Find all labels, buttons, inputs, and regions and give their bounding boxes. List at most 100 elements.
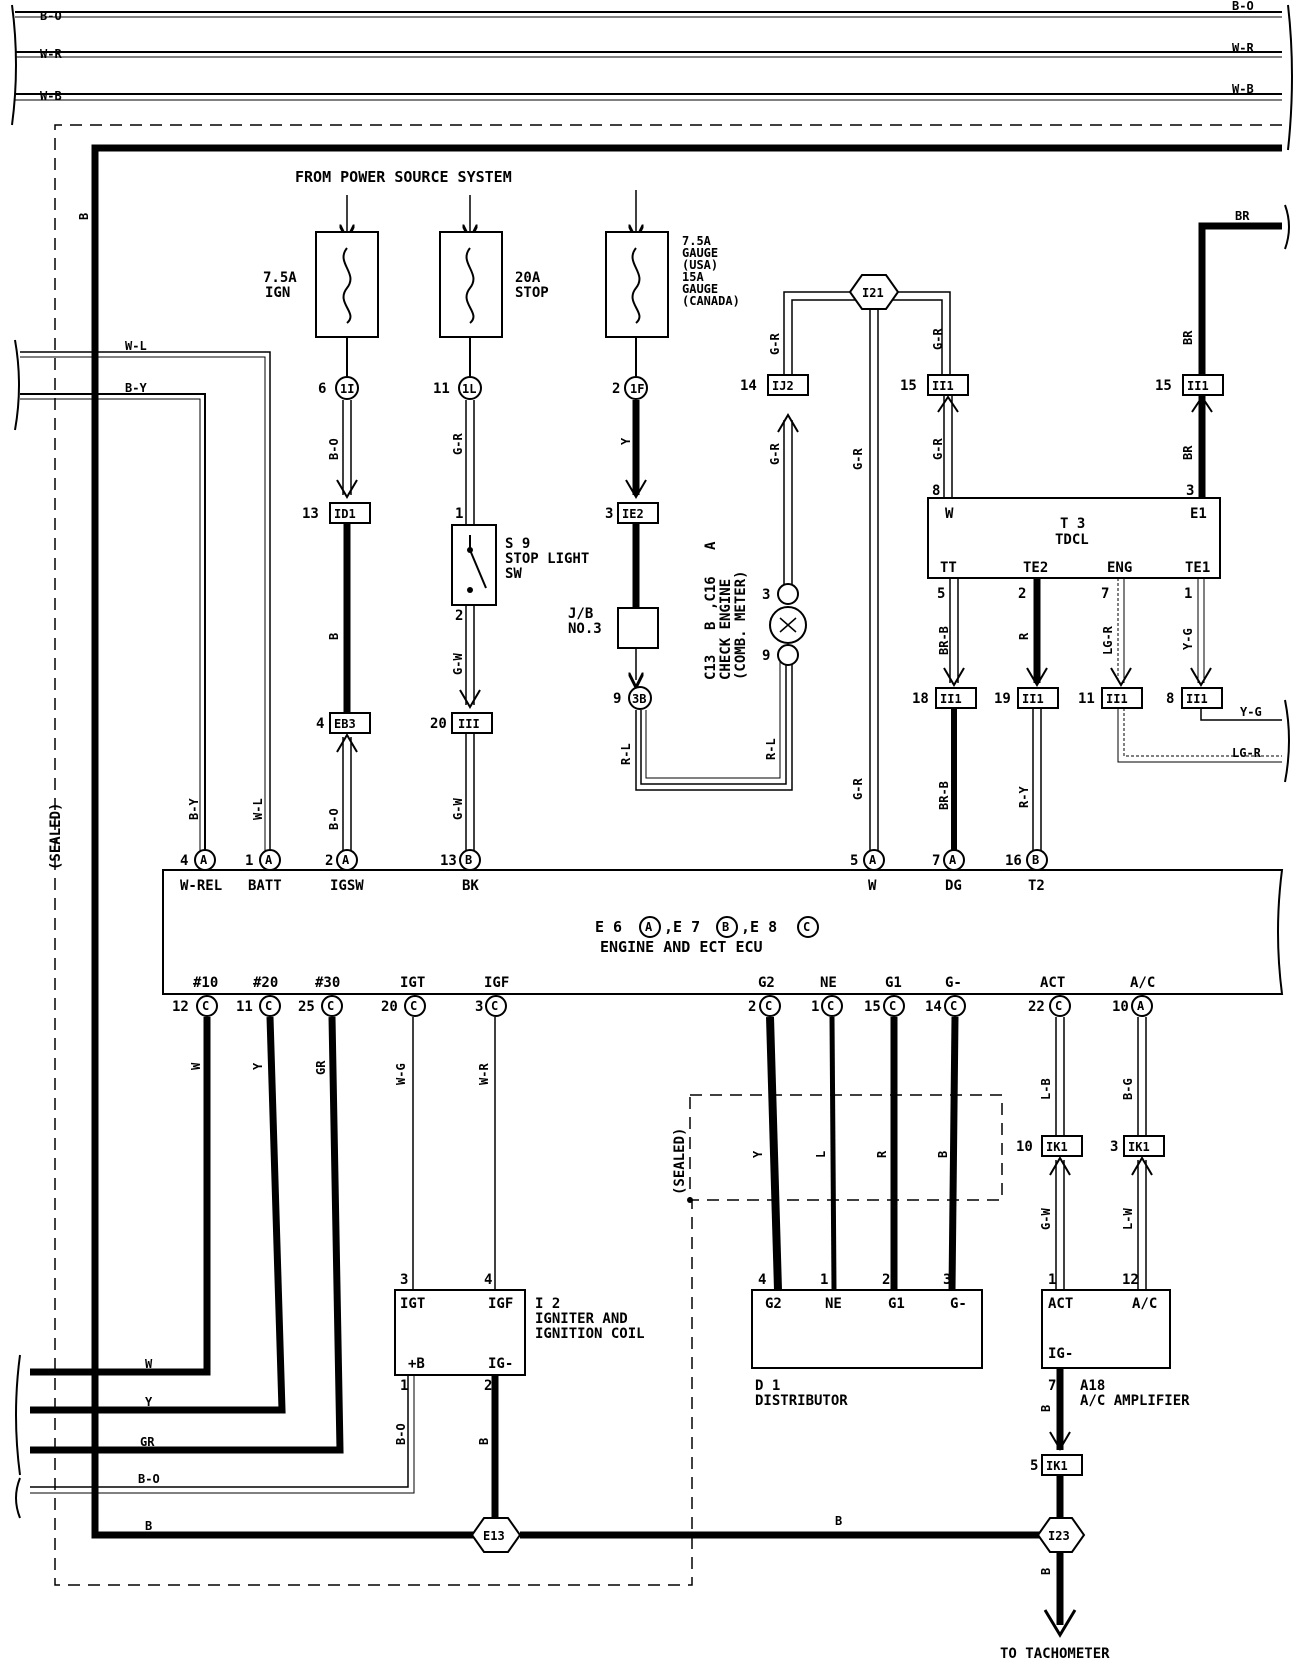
ecu-pin-num-3: 2 bbox=[325, 853, 333, 869]
ecu-pin-num-5: 5 bbox=[850, 853, 858, 869]
stop-sw-name: STOP LIGHT bbox=[505, 551, 589, 567]
conn-ij2-name: IJ2 bbox=[772, 379, 794, 393]
igniter-box bbox=[394, 1289, 526, 1376]
fuse-gauge-l2: GAUGE bbox=[682, 246, 718, 260]
fuse-stop-name: STOP bbox=[515, 285, 549, 301]
tdcl-box bbox=[927, 497, 1221, 579]
conn-ii1-18-name: II1 bbox=[940, 692, 962, 706]
ecu-pin-conn-3: A bbox=[342, 853, 350, 867]
amp-act: ACT bbox=[1048, 1296, 1073, 1312]
ecu-pin-conn-7: B bbox=[1032, 853, 1039, 867]
conn-ii1-15b-pin: 15 bbox=[1155, 378, 1172, 394]
wire-b-ign: B bbox=[477, 1438, 491, 1445]
amp-p7: 7 bbox=[1048, 1378, 1056, 1394]
igniter-p1: 1 bbox=[400, 1378, 408, 1394]
fuse-gauge bbox=[605, 190, 669, 378]
wire-b-g: B-G bbox=[1121, 1078, 1135, 1100]
wire-label-w-r: W-R bbox=[40, 47, 62, 61]
dist-pin-g1: G1 bbox=[888, 1296, 905, 1312]
wire-br-top: BR bbox=[1235, 209, 1250, 223]
ecu-bpin-conn-9: C bbox=[950, 999, 957, 1013]
conn-ii1-18-pin: 18 bbox=[912, 691, 929, 707]
ecu-pin-num-2: 1 bbox=[245, 853, 253, 869]
conn-ie2-pin: 3 bbox=[605, 506, 613, 522]
amp-p1: 1 bbox=[1048, 1272, 1056, 1288]
ecu-bpin-label-9: G- bbox=[945, 975, 962, 991]
ecu-bpin-num-7: 1 bbox=[811, 999, 819, 1015]
stop-sw-sw: SW bbox=[505, 566, 522, 582]
wire-y-dist: Y bbox=[751, 1150, 765, 1158]
i21-junction bbox=[767, 274, 969, 860]
tdcl-pin-e1: E1 bbox=[1190, 506, 1207, 522]
conn-id1-name: ID1 bbox=[334, 507, 356, 521]
conn-ii1-11-pin: 11 bbox=[1078, 691, 1095, 707]
wire-label-b-y: B-Y bbox=[125, 381, 147, 395]
ecu-pin-conn-4: B bbox=[465, 853, 472, 867]
wire-g-r-b: G-R bbox=[768, 443, 782, 465]
conn-3b-pin: 9 bbox=[613, 691, 621, 707]
igniter-wires bbox=[412, 1017, 499, 1520]
jb-l2: NO.3 bbox=[568, 621, 602, 637]
wire-br-b-1: BR-B bbox=[937, 626, 951, 655]
ecu-pin-label-t2: T2 bbox=[1028, 878, 1045, 894]
ecu-title-3: ,E 8 bbox=[741, 918, 777, 936]
meter-a: A bbox=[703, 541, 719, 550]
ecu-bpin-conn-2: C bbox=[265, 999, 272, 1013]
ecu-pin-label-batt: BATT bbox=[248, 878, 282, 894]
wire-g-r-c: G-R bbox=[851, 448, 865, 470]
wire-b-o-igniter: B-O bbox=[394, 1423, 408, 1445]
tdcl-pin-te2: TE2 bbox=[1023, 560, 1048, 576]
ecu-bpin-conn-8: C bbox=[889, 999, 896, 1013]
ecu-bpin-label-5: IGF bbox=[484, 975, 509, 991]
ecu-name: ENGINE AND ECT ECU bbox=[600, 938, 763, 956]
tdcl-pin-w: W bbox=[945, 506, 954, 522]
wire-g-r-f: G-R bbox=[931, 438, 945, 460]
wire-g-r-e: G-R bbox=[931, 328, 945, 350]
dist-pin-ne: NE bbox=[825, 1296, 842, 1312]
meter-l1: CHECK ENGINE bbox=[718, 579, 734, 680]
tdcl-num-e1: 3 bbox=[1186, 483, 1194, 499]
dist-pin-gminus: G- bbox=[950, 1296, 967, 1312]
conn-id1-pin: 13 bbox=[302, 506, 319, 522]
wire-w-r-ign: W-R bbox=[477, 1063, 491, 1085]
amp-ig: IG- bbox=[1048, 1346, 1073, 1362]
fuse-gauge-l3: (USA) bbox=[682, 258, 718, 272]
dist-num-3: 2 bbox=[882, 1272, 890, 1288]
conn-ii1-8-name: II1 bbox=[1186, 692, 1208, 706]
tdcl-down-wires bbox=[935, 578, 1290, 860]
conn-ie2-name: IE2 bbox=[622, 507, 644, 521]
ecu-bpin-conn-10: C bbox=[1055, 999, 1062, 1013]
wire-br-a: BR bbox=[1181, 330, 1195, 345]
conn-i21-name: I21 bbox=[862, 286, 884, 300]
wire-y-left: Y bbox=[145, 1395, 153, 1409]
fuse-ign bbox=[315, 195, 379, 378]
igniter-p4: 4 bbox=[484, 1272, 492, 1288]
meter-label-group: C13 B ,C16 A CHECK ENGINE (COMB. METER) bbox=[703, 541, 749, 680]
igniter-igf: IGF bbox=[488, 1296, 513, 1312]
ecu-pin-conn-1: A bbox=[200, 853, 208, 867]
conn-eb3-pin: 4 bbox=[316, 716, 324, 732]
conn-ik1-5-name: IK1 bbox=[1046, 1459, 1068, 1473]
wire-r-l-2: R-L bbox=[764, 738, 778, 760]
ecu-title-a: A bbox=[645, 920, 653, 934]
ecu-pin-num-7: 16 bbox=[1005, 853, 1022, 869]
ecu-title-circle-b bbox=[716, 916, 738, 938]
ecu-bpin-conn-6: C bbox=[765, 999, 772, 1013]
stop-column bbox=[451, 376, 497, 860]
ecu-pin-label-igsw: IGSW bbox=[330, 878, 364, 894]
conn-ik1-5-pin: 5 bbox=[1030, 1458, 1038, 1474]
wire-l-b: L-B bbox=[1039, 1078, 1053, 1100]
ecu-bpin-conn-3: C bbox=[327, 999, 334, 1013]
conn-1l-name: 1L bbox=[462, 382, 476, 396]
wire-label-w-l-vert: W-L bbox=[251, 798, 265, 820]
conn-1f-pin: 2 bbox=[612, 381, 620, 397]
wire-g-r-stop: G-R bbox=[451, 433, 465, 455]
wire-w-left: W bbox=[145, 1357, 153, 1371]
wire-lg-r-vert: LG-R bbox=[1101, 625, 1115, 655]
ecu-pin-label-w: W bbox=[868, 878, 877, 894]
fuse-ign-name: IGN bbox=[265, 285, 290, 301]
stop-sw-pin1: 1 bbox=[455, 506, 463, 522]
ecu-pin-num-4: 13 bbox=[440, 853, 457, 869]
ground-e13 bbox=[470, 1517, 522, 1553]
b-o-lower bbox=[30, 1375, 415, 1494]
